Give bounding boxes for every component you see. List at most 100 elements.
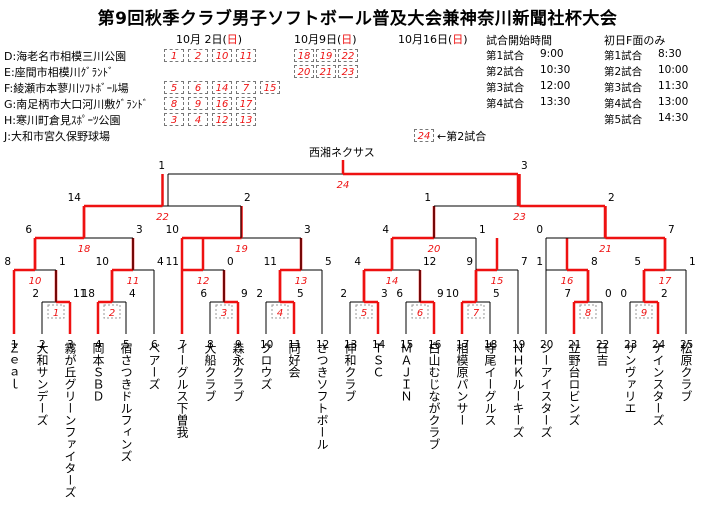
left-score: 7 [564,288,571,300]
game-cell: 1 [164,49,184,62]
right-score: 9 [437,288,444,300]
team-name: 松原クラブ [679,342,693,402]
left-score: 10 [96,256,109,268]
left-score: 2 [32,288,39,300]
game-cell: 7 [236,81,256,94]
team-number: 22 [596,339,610,351]
team-name: 大和サンデーズ [35,342,49,426]
team-number: 17 [456,339,470,351]
game-cell: 2 [188,49,208,62]
game-number-box [215,304,233,319]
right-score: 2 [244,192,251,204]
team-number: 4 [95,339,102,351]
game-cell: 22 [338,49,358,62]
game-cell: 23 [338,65,358,78]
date-oct16: 10月16日(日) [398,33,468,46]
game-cell: 10 [212,49,232,62]
game-cell: 18 [294,49,314,62]
right-score: 3 [381,288,388,300]
left-score: 11 [166,256,179,268]
game-cell: 15 [260,81,280,94]
team-name: ＭＡＪＩＮ [399,342,413,402]
game-cell: 5 [164,81,184,94]
game-number-label: 13 [295,276,308,287]
team-number: 14 [372,339,386,351]
left-score: 14 [68,192,82,204]
left-score: 10 [166,224,179,236]
left-score: 9 [466,256,473,268]
team-name: 立野台ロビンズ [567,342,581,426]
page-title: 第9回秋季クラブ男子ソフトボール普及大会兼神奈川新聞社杯大会 [97,9,618,29]
schedule-header: 試合開始時間 [486,34,552,47]
left-score: 6 [396,288,403,300]
game-number-box [635,304,653,319]
game-cell: 24 [414,129,434,142]
game-cell: 11 [236,49,256,62]
team-name: クロウズ [259,342,273,390]
right-score: 4 [129,288,136,300]
team-number: 24 [652,339,666,351]
team-number: 8 [207,339,214,351]
game-number-label: 21 [599,244,612,255]
right-score: 0 [227,256,234,268]
right-score: 3 [304,224,311,236]
game-number-label: 5 [361,308,367,319]
team-number: 25 [680,339,694,351]
venue-e: E:座間市相模川ｸﾞﾗﾝﾄﾞ [4,66,114,79]
right-score: 3 [521,160,528,172]
left-score: 1 [158,160,165,172]
team-number: 18 [484,339,498,351]
team-number: 3 [67,339,74,351]
left-score: 1 [536,256,543,268]
team-name: 岡本ＳＢＤ [91,342,105,402]
game-number-label: 24 [337,180,350,191]
left-score: 4 [382,224,389,236]
team-name: 森永クラブ [231,342,245,402]
right-score: 7 [521,256,528,268]
left-score: 11 [264,256,277,268]
team-number: 5 [123,339,130,351]
right-score: 5 [325,256,332,268]
team-name: ＴＳＣ [371,342,385,378]
right-score: 1 [59,256,66,268]
team-number: 12 [316,339,330,351]
game-number-label: 2 [109,308,115,319]
left-score: 2 [340,288,347,300]
right-score: 2 [661,288,668,300]
game-number-label: 10 [29,276,42,287]
game-cell: 8 [164,97,184,110]
venue-f: F:綾瀬市本蓼川ｿﾌﾄﾎﾞｰﾙ場 [4,82,129,95]
team-name: 日吉 [595,342,609,366]
game-cell: 6 [188,81,208,94]
team-name: 寺尾イーグルス [483,342,497,426]
game-number-label: 8 [585,308,591,319]
game-cell: 17 [236,97,256,110]
team-number: 7 [179,339,186,351]
team-name: サンヴァリエ [623,342,637,414]
game-number-label: 14 [386,276,399,287]
team-name: ベアーズ [147,342,161,390]
game-number-label: 4 [277,308,283,319]
left-score: 8 [4,256,11,268]
left-score: 4 [354,256,361,268]
team-name: 宿さつきドルフィンズ [119,342,133,462]
game-number-label: 6 [417,308,423,319]
right-score: 11 [73,288,86,300]
game-number-label: 17 [659,276,672,287]
game-cell: 20 [294,65,314,78]
game-number-label: 11 [127,276,140,287]
team-number: 23 [624,339,638,351]
game-number-box [579,304,597,319]
team-name: 霧が丘グリーンファイターズ [63,342,77,498]
game-number-box [271,304,289,319]
game-number-label: 3 [221,308,227,319]
team-name: さつきソフトボール [315,342,329,450]
game-number-label: 7 [473,308,480,319]
